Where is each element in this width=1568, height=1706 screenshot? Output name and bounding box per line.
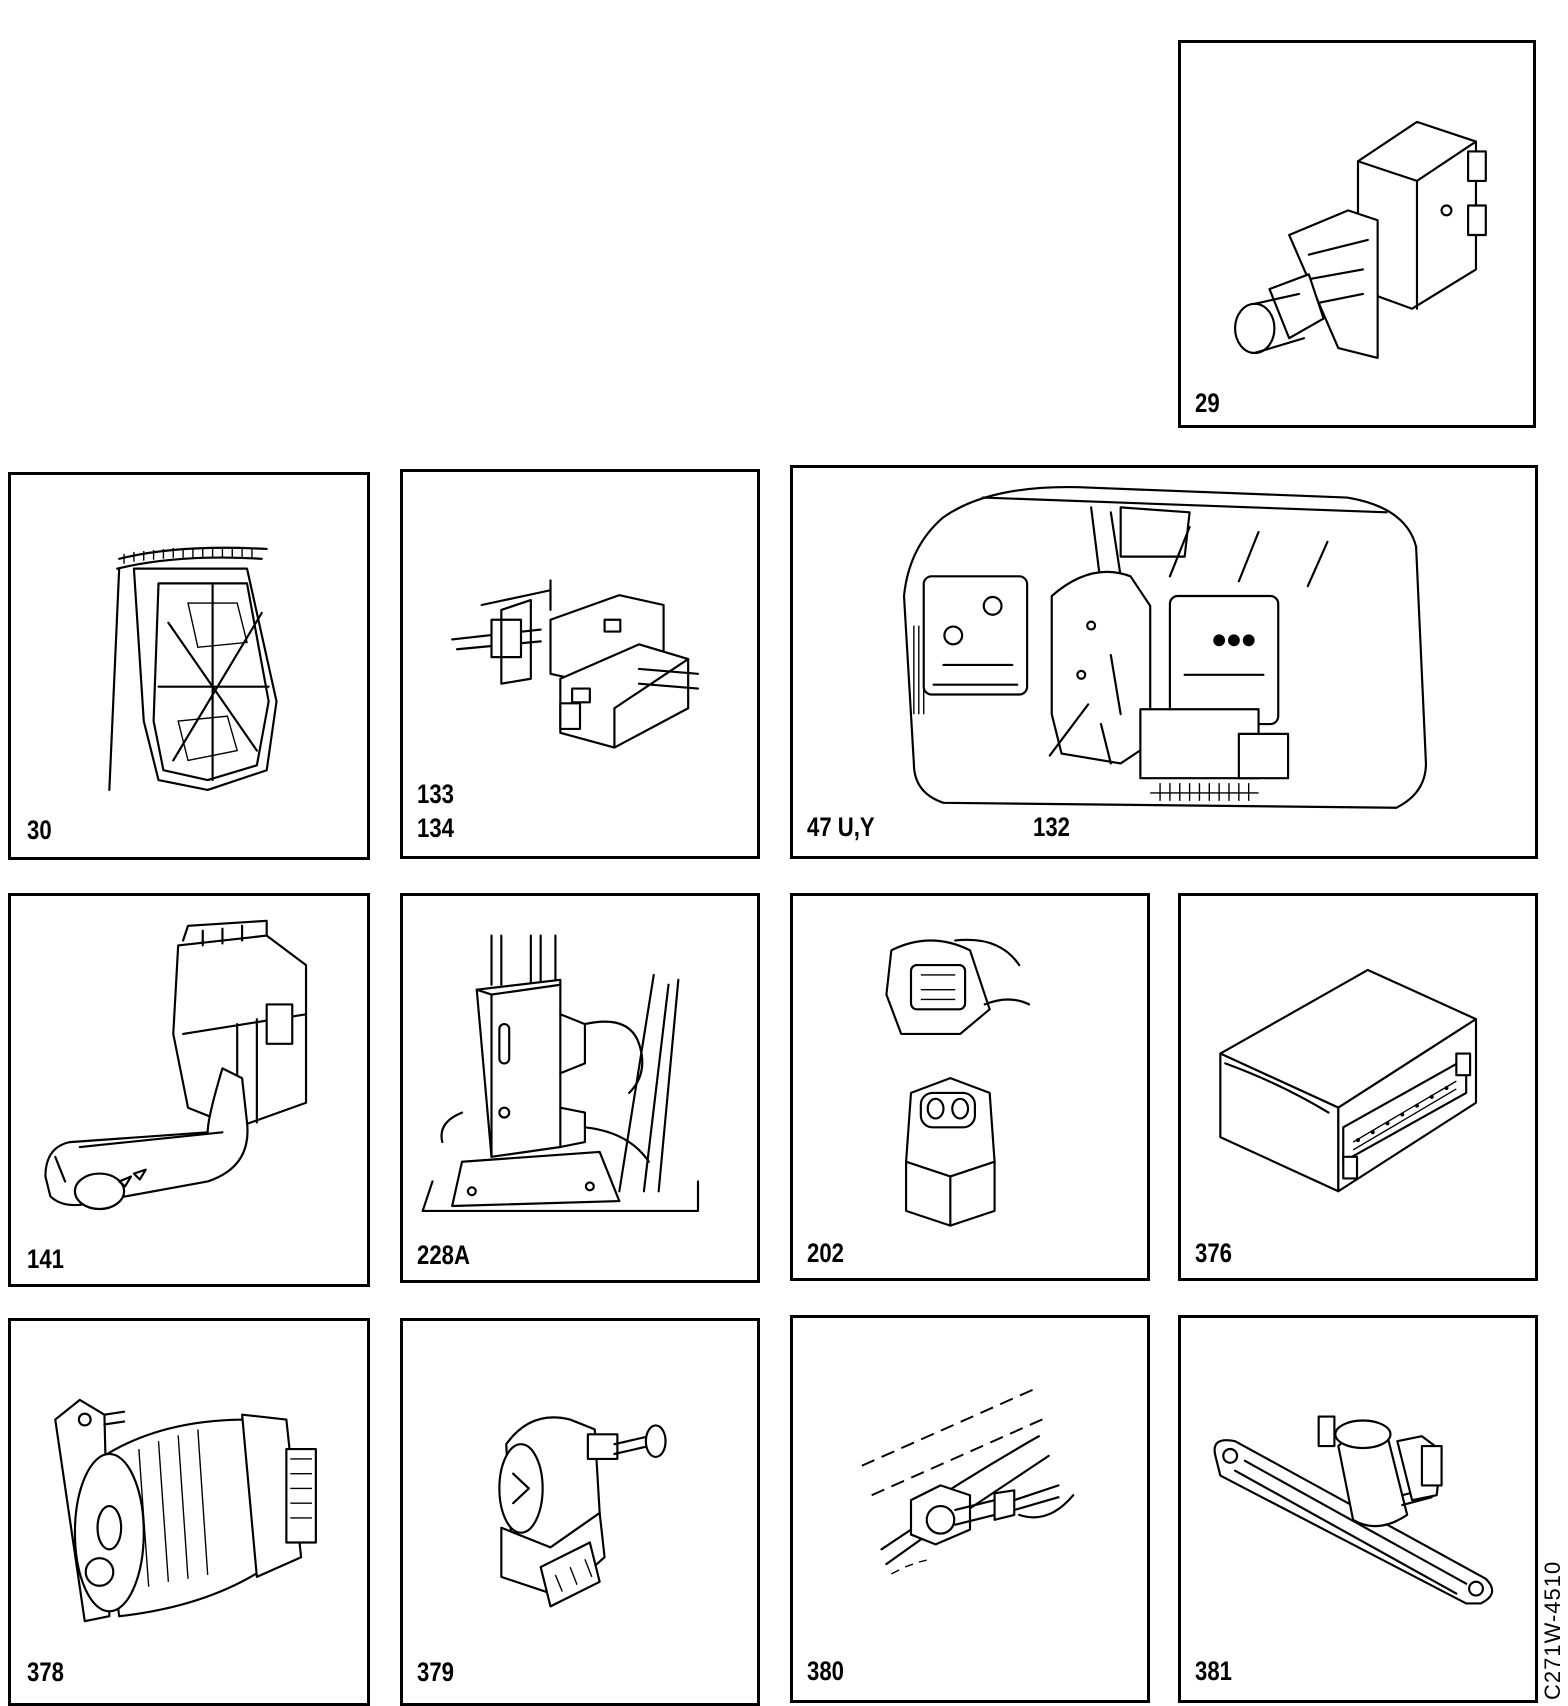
label-202: 202 (807, 1238, 844, 1268)
panel-378: 378 (8, 1318, 370, 1706)
panel-379: 379 (400, 1318, 760, 1706)
actuator-381-illustration (1213, 1415, 1494, 1605)
panel-29: 29 (1178, 40, 1536, 428)
callout-132: 132 (1033, 812, 1070, 842)
instrument-pack-illustration (902, 486, 1428, 809)
column-switch-141-illustration (44, 919, 308, 1211)
label-29: 29 (1195, 388, 1220, 418)
ecu-376-illustration (1219, 968, 1478, 1193)
label-228a: 228A (417, 1240, 470, 1270)
panel-381: 381 (1178, 1315, 1538, 1703)
figure-reference-code: C271W-4510 (1540, 1560, 1565, 1700)
panel-202: 202 (790, 893, 1150, 1281)
panel-376: 376 (1178, 893, 1538, 1281)
sensor-202-illustration (885, 938, 1031, 1227)
label-47-uy: 47 U,Y (807, 812, 875, 842)
actuator-379-illustration (498, 1416, 667, 1608)
label-379: 379 (417, 1657, 454, 1687)
sensor-380-illustration (861, 1386, 1075, 1575)
label-141: 141 (27, 1244, 64, 1274)
panel-133-134: 133 134 (400, 469, 760, 859)
switch-29-illustration (1233, 120, 1487, 359)
panel-141: 141 (8, 893, 370, 1287)
label-376: 376 (1195, 1238, 1232, 1268)
panel-30: 30 (8, 472, 370, 860)
column-bracket-228a-illustration (421, 934, 700, 1212)
label-134: 134 (417, 813, 454, 843)
panel-47-uy: 47 U,Y 132 (790, 465, 1538, 859)
label-380: 380 (807, 1656, 844, 1686)
stoplamp-switch-illustration (451, 579, 700, 749)
label-30: 30 (27, 815, 52, 845)
label-133: 133 (417, 779, 454, 809)
panel-380: 380 (790, 1315, 1150, 1703)
actuator-378-illustration (54, 1398, 317, 1623)
headlamp-30-illustration (108, 546, 278, 791)
label-378: 378 (27, 1657, 64, 1687)
label-381: 381 (1195, 1656, 1232, 1686)
panel-228a: 228A (400, 893, 760, 1283)
